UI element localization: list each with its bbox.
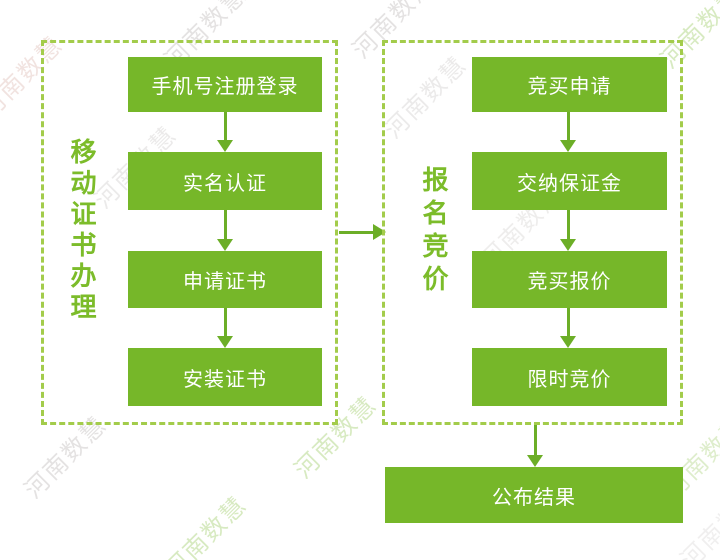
step-install-certificate: 安装证书 (128, 348, 322, 406)
arrow-right-icon (339, 224, 386, 240)
arrow-down-icon (217, 308, 233, 348)
arrow-down-icon (527, 425, 543, 467)
arrow-down-icon (217, 112, 233, 152)
step-bid-quotation: 竞买报价 (472, 251, 667, 308)
step-announce-results: 公布结果 (385, 467, 683, 523)
right-group-border (382, 40, 683, 425)
arrow-down-icon (217, 210, 233, 251)
step-apply-certificate: 申请证书 (128, 251, 322, 308)
arrow-down-icon (560, 112, 576, 152)
step-bid-application: 竞买申请 (472, 57, 667, 112)
step-phone-register-login: 手机号注册登录 (128, 57, 322, 112)
step-timed-bidding: 限时竞价 (472, 348, 667, 406)
step-real-name-auth: 实名认证 (128, 152, 322, 210)
arrow-down-icon (560, 308, 576, 348)
right-group-label: 报名竞价 (419, 166, 449, 298)
left-group-label: 移动证书办理 (67, 138, 97, 324)
step-pay-deposit: 交纳保证金 (472, 152, 667, 210)
left-group-border (41, 40, 338, 425)
arrow-down-icon (560, 210, 576, 251)
watermark-text: 河南数慧 (159, 491, 253, 560)
